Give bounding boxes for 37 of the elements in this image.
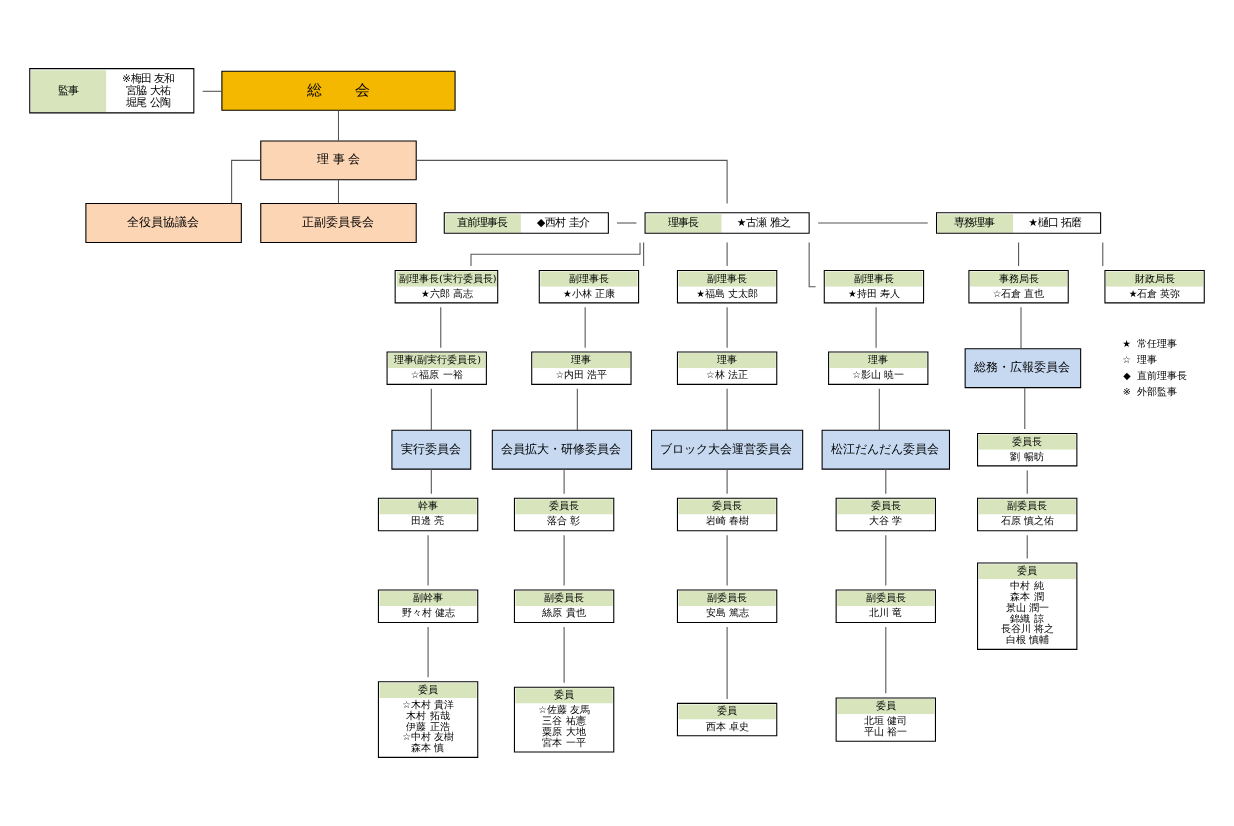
connector (1020, 306, 1022, 350)
connector (1102, 241, 1104, 267)
connector (817, 222, 929, 224)
connector (726, 388, 728, 431)
connector (643, 241, 645, 267)
connector (726, 626, 728, 700)
connector (875, 306, 877, 349)
connector (440, 306, 442, 349)
connector (337, 179, 340, 204)
connector (1026, 470, 1028, 495)
connector (584, 306, 586, 349)
connector (885, 468, 887, 495)
connector (470, 242, 641, 267)
connector (1024, 387, 1026, 430)
connector (427, 534, 429, 587)
connector (1018, 241, 1020, 267)
connector (337, 110, 340, 142)
connector (726, 468, 728, 495)
connector (726, 241, 728, 267)
connector (726, 534, 728, 587)
connector (885, 626, 887, 694)
connector (563, 534, 565, 587)
connector (430, 468, 432, 495)
connector (202, 90, 223, 92)
connector (430, 388, 432, 431)
connector (563, 468, 565, 495)
connector (616, 222, 637, 224)
connector (563, 626, 565, 684)
connector (878, 388, 880, 431)
connector (416, 159, 728, 205)
connector (885, 534, 887, 587)
connector (726, 306, 728, 349)
connector (427, 626, 429, 678)
connector (231, 159, 262, 205)
connector (576, 388, 578, 431)
connector (808, 241, 817, 288)
connector (1026, 534, 1028, 560)
